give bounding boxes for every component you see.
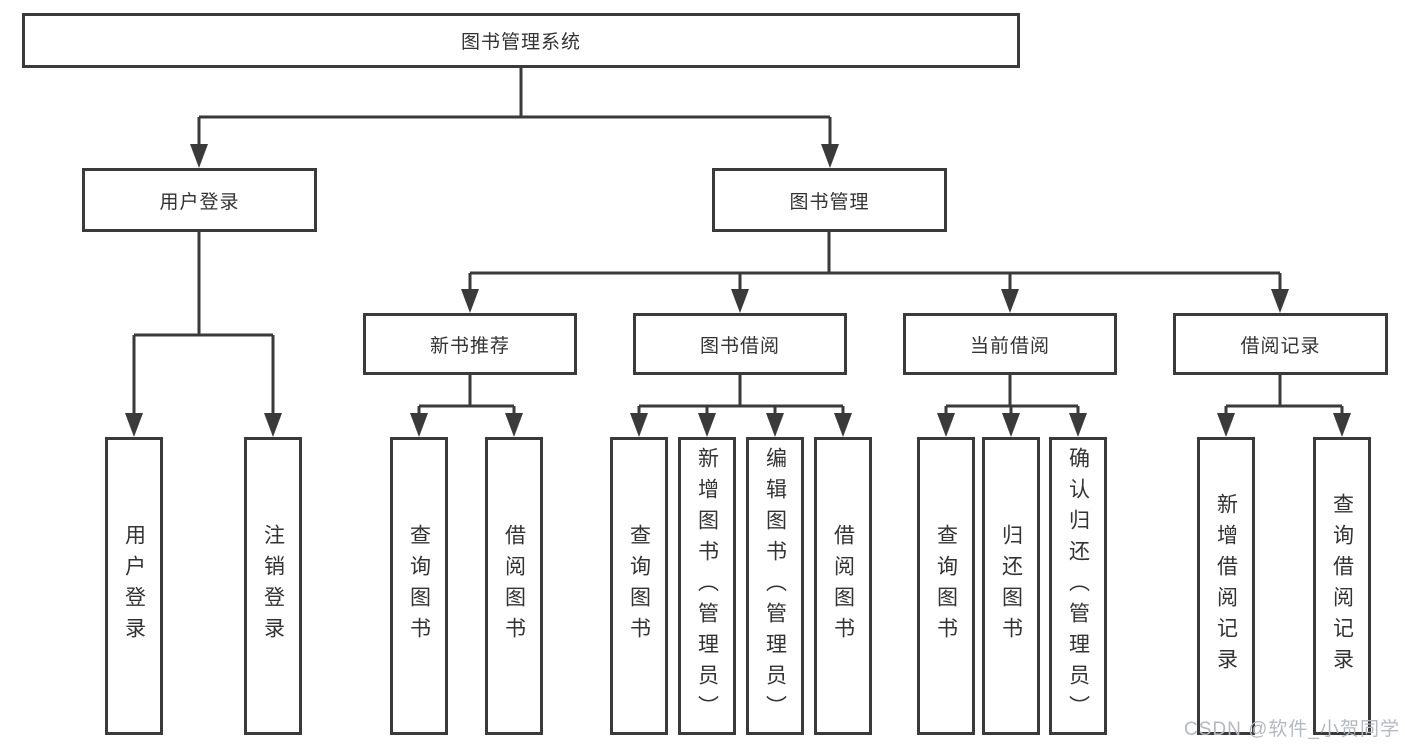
leaf-bb-add-books-admin: 新增图书（管理员） bbox=[678, 437, 736, 735]
leaf-cb-query-books-label: 查询图书 bbox=[934, 524, 958, 648]
node-root-label: 图书管理系统 bbox=[460, 32, 581, 53]
leaf-nb-query-books-label: 查询图书 bbox=[407, 524, 431, 648]
node-book-management: 图书管理 bbox=[712, 168, 947, 232]
leaf-user-login-label: 用户登录 bbox=[122, 524, 146, 648]
node-book-borrowing-label: 图书借阅 bbox=[699, 335, 780, 357]
leaf-nb-query-books: 查询图书 bbox=[390, 437, 448, 735]
arrowhead-icon bbox=[630, 413, 648, 437]
arrowhead-icon bbox=[1069, 413, 1087, 437]
leaf-br-query-record-label: 查询借阅记录 bbox=[1330, 493, 1354, 679]
node-new-book-recommend-label: 新书推荐 bbox=[429, 335, 510, 357]
leaf-cb-confirm-return-admin: 确认归还（管理员） bbox=[1049, 437, 1107, 735]
node-new-book-recommend: 新书推荐 bbox=[363, 313, 577, 375]
leaf-bb-add-books-admin-label: 新增图书（管理员） bbox=[695, 446, 719, 726]
node-current-borrowing-label: 当前借阅 bbox=[969, 335, 1050, 357]
leaf-user-login: 用户登录 bbox=[105, 437, 163, 735]
arrowhead-icon bbox=[1002, 413, 1020, 437]
connector-root bbox=[190, 68, 839, 168]
leaf-br-add-record-label: 新增借阅记录 bbox=[1214, 493, 1238, 679]
leaf-logout-label: 注销登录 bbox=[261, 524, 285, 648]
connector-book-management bbox=[461, 232, 1289, 313]
leaf-bb-edit-books-admin-label: 编辑图书（管理员） bbox=[763, 446, 787, 726]
leaf-bb-query-books: 查询图书 bbox=[610, 437, 668, 735]
arrowhead-icon bbox=[190, 144, 208, 168]
arrowhead-icon bbox=[834, 413, 852, 437]
connector-user-login bbox=[125, 232, 282, 437]
leaf-br-query-record: 查询借阅记录 bbox=[1313, 437, 1371, 735]
node-user-login-label: 用户登录 bbox=[159, 191, 240, 213]
leaf-logout: 注销登录 bbox=[244, 437, 302, 735]
connector-book-borrowing bbox=[630, 375, 852, 437]
arrowhead-icon bbox=[264, 413, 282, 437]
node-book-borrowing: 图书借阅 bbox=[633, 313, 847, 375]
connector-borrowing-records bbox=[1217, 375, 1351, 437]
arrowhead-icon bbox=[1333, 413, 1351, 437]
leaf-bb-borrow-books: 借阅图书 bbox=[814, 437, 872, 735]
arrowhead-icon bbox=[1271, 289, 1289, 313]
leaf-bb-query-books-label: 查询图书 bbox=[627, 524, 651, 648]
node-borrowing-records-label: 借阅记录 bbox=[1240, 335, 1321, 357]
arrowhead-icon bbox=[461, 289, 479, 313]
arrowhead-icon bbox=[937, 413, 955, 437]
arrowhead-icon bbox=[731, 289, 749, 313]
connector-new-book-recommend bbox=[410, 375, 523, 437]
watermark: CSDN @软件_小贺同学 bbox=[1184, 719, 1400, 740]
leaf-br-add-record: 新增借阅记录 bbox=[1197, 437, 1255, 735]
leaf-nb-borrow-books-label: 借阅图书 bbox=[502, 524, 526, 648]
arrowhead-icon bbox=[410, 413, 428, 437]
leaf-bb-edit-books-admin: 编辑图书（管理员） bbox=[746, 437, 804, 735]
leaf-nb-borrow-books: 借阅图书 bbox=[485, 437, 543, 735]
leaf-cb-return-books: 归还图书 bbox=[982, 437, 1040, 735]
arrowhead-icon bbox=[1001, 289, 1019, 313]
arrowhead-icon bbox=[821, 144, 839, 168]
arrowhead-icon bbox=[125, 413, 143, 437]
leaf-cb-confirm-return-admin-label: 确认归还（管理员） bbox=[1066, 446, 1090, 726]
node-root: 图书管理系统 bbox=[22, 13, 1020, 68]
arrowhead-icon bbox=[1217, 413, 1235, 437]
node-current-borrowing: 当前借阅 bbox=[903, 313, 1117, 375]
leaf-cb-return-books-label: 归还图书 bbox=[999, 524, 1023, 648]
leaf-bb-borrow-books-label: 借阅图书 bbox=[831, 524, 855, 648]
arrowhead-icon bbox=[766, 413, 784, 437]
node-user-login: 用户登录 bbox=[82, 168, 317, 232]
connector-current-borrowing bbox=[937, 375, 1087, 437]
node-borrowing-records: 借阅记录 bbox=[1173, 313, 1388, 375]
arrowhead-icon bbox=[505, 413, 523, 437]
leaf-cb-query-books: 查询图书 bbox=[917, 437, 975, 735]
node-book-management-label: 图书管理 bbox=[789, 191, 870, 213]
arrowhead-icon bbox=[698, 413, 716, 437]
